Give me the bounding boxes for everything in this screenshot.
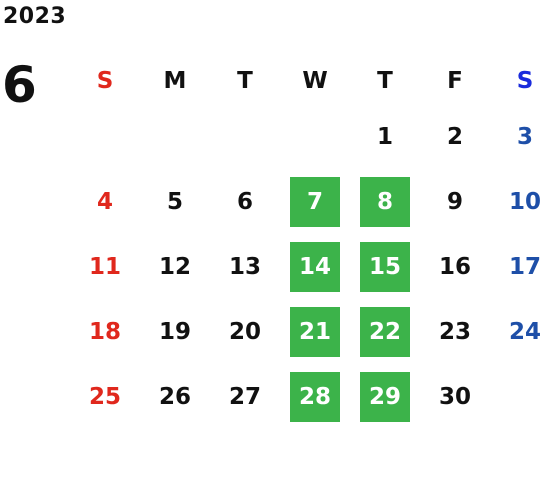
day-cell: 5 <box>140 169 210 234</box>
day-number: 5 <box>166 188 183 215</box>
day-number: 28 <box>290 371 340 422</box>
day-cell: 12 <box>140 234 210 299</box>
day-cell: 2 <box>420 104 490 169</box>
day-number: 13 <box>228 253 261 280</box>
day-number: 15 <box>360 241 410 292</box>
day-number: 2 <box>446 123 463 150</box>
day-cell: 24 <box>490 299 548 364</box>
day-number <box>500 372 548 422</box>
day-number: 26 <box>158 383 191 410</box>
day-number: 21 <box>290 306 340 357</box>
day-cell-highlighted: 21 <box>280 299 350 364</box>
day-cell: 30 <box>420 364 490 429</box>
day-number <box>220 112 270 162</box>
day-number: 3 <box>516 123 533 150</box>
day-cell: 17 <box>490 234 548 299</box>
day-number: 29 <box>360 371 410 422</box>
day-number: 14 <box>290 241 340 292</box>
day-number: 12 <box>158 253 191 280</box>
day-number: 1 <box>376 123 393 150</box>
day-cell: 26 <box>140 364 210 429</box>
day-number: 8 <box>360 176 410 227</box>
day-cell: 4 <box>70 169 140 234</box>
calendar-month: 6 <box>2 56 37 114</box>
weekday-header-mon: M <box>163 68 187 94</box>
day-cell-highlighted: 28 <box>280 364 350 429</box>
day-cell-highlighted: 22 <box>350 299 420 364</box>
day-cell: 20 <box>210 299 280 364</box>
weekday-header-sun: S <box>96 68 114 94</box>
day-number: 24 <box>508 318 541 345</box>
day-cell: 13 <box>210 234 280 299</box>
day-cell-highlighted: 29 <box>350 364 420 429</box>
weekday-header-tue: T <box>237 68 253 94</box>
calendar-year: 2023 <box>3 4 67 29</box>
day-number: 6 <box>236 188 253 215</box>
day-cell: 19 <box>140 299 210 364</box>
day-cell: 11 <box>70 234 140 299</box>
day-number <box>150 112 200 162</box>
day-cell-highlighted: 8 <box>350 169 420 234</box>
weekday-header-fri: F <box>447 68 463 94</box>
day-number: 9 <box>446 188 463 215</box>
day-number: 7 <box>290 176 340 227</box>
day-number: 10 <box>508 188 541 215</box>
day-cell: 18 <box>70 299 140 364</box>
day-cell: 3 <box>490 104 548 169</box>
day-cell: 16 <box>420 234 490 299</box>
weekday-header-wed: W <box>302 68 328 94</box>
day-cell-highlighted: 14 <box>280 234 350 299</box>
day-cell-highlighted: 15 <box>350 234 420 299</box>
day-cell: 10 <box>490 169 548 234</box>
day-cell: 1 <box>350 104 420 169</box>
day-cell: 23 <box>420 299 490 364</box>
day-number: 27 <box>228 383 261 410</box>
day-number: 11 <box>88 253 121 280</box>
weekday-header-sat: S <box>516 68 534 94</box>
day-cell: 9 <box>420 169 490 234</box>
day-cell: 27 <box>210 364 280 429</box>
day-cell: 25 <box>70 364 140 429</box>
day-cell <box>210 104 280 169</box>
day-number: 19 <box>158 318 191 345</box>
day-number: 4 <box>96 188 113 215</box>
day-number: 25 <box>88 383 121 410</box>
day-cell <box>70 104 140 169</box>
day-number <box>80 112 130 162</box>
day-cell <box>280 104 350 169</box>
day-cell <box>140 104 210 169</box>
day-number: 17 <box>508 253 541 280</box>
day-number: 23 <box>438 318 471 345</box>
weekday-header-thu: T <box>377 68 393 94</box>
day-number: 30 <box>438 383 471 410</box>
day-number: 18 <box>88 318 121 345</box>
day-number: 20 <box>228 318 261 345</box>
day-number: 22 <box>360 306 410 357</box>
day-number <box>290 112 340 162</box>
day-cell-highlighted: 7 <box>280 169 350 234</box>
day-number: 16 <box>438 253 471 280</box>
calendar-grid: S M T W T F S 1 2 3 4 5 6 7 8 9 10 11 12… <box>70 58 548 429</box>
day-cell: 6 <box>210 169 280 234</box>
day-cell <box>490 364 548 429</box>
